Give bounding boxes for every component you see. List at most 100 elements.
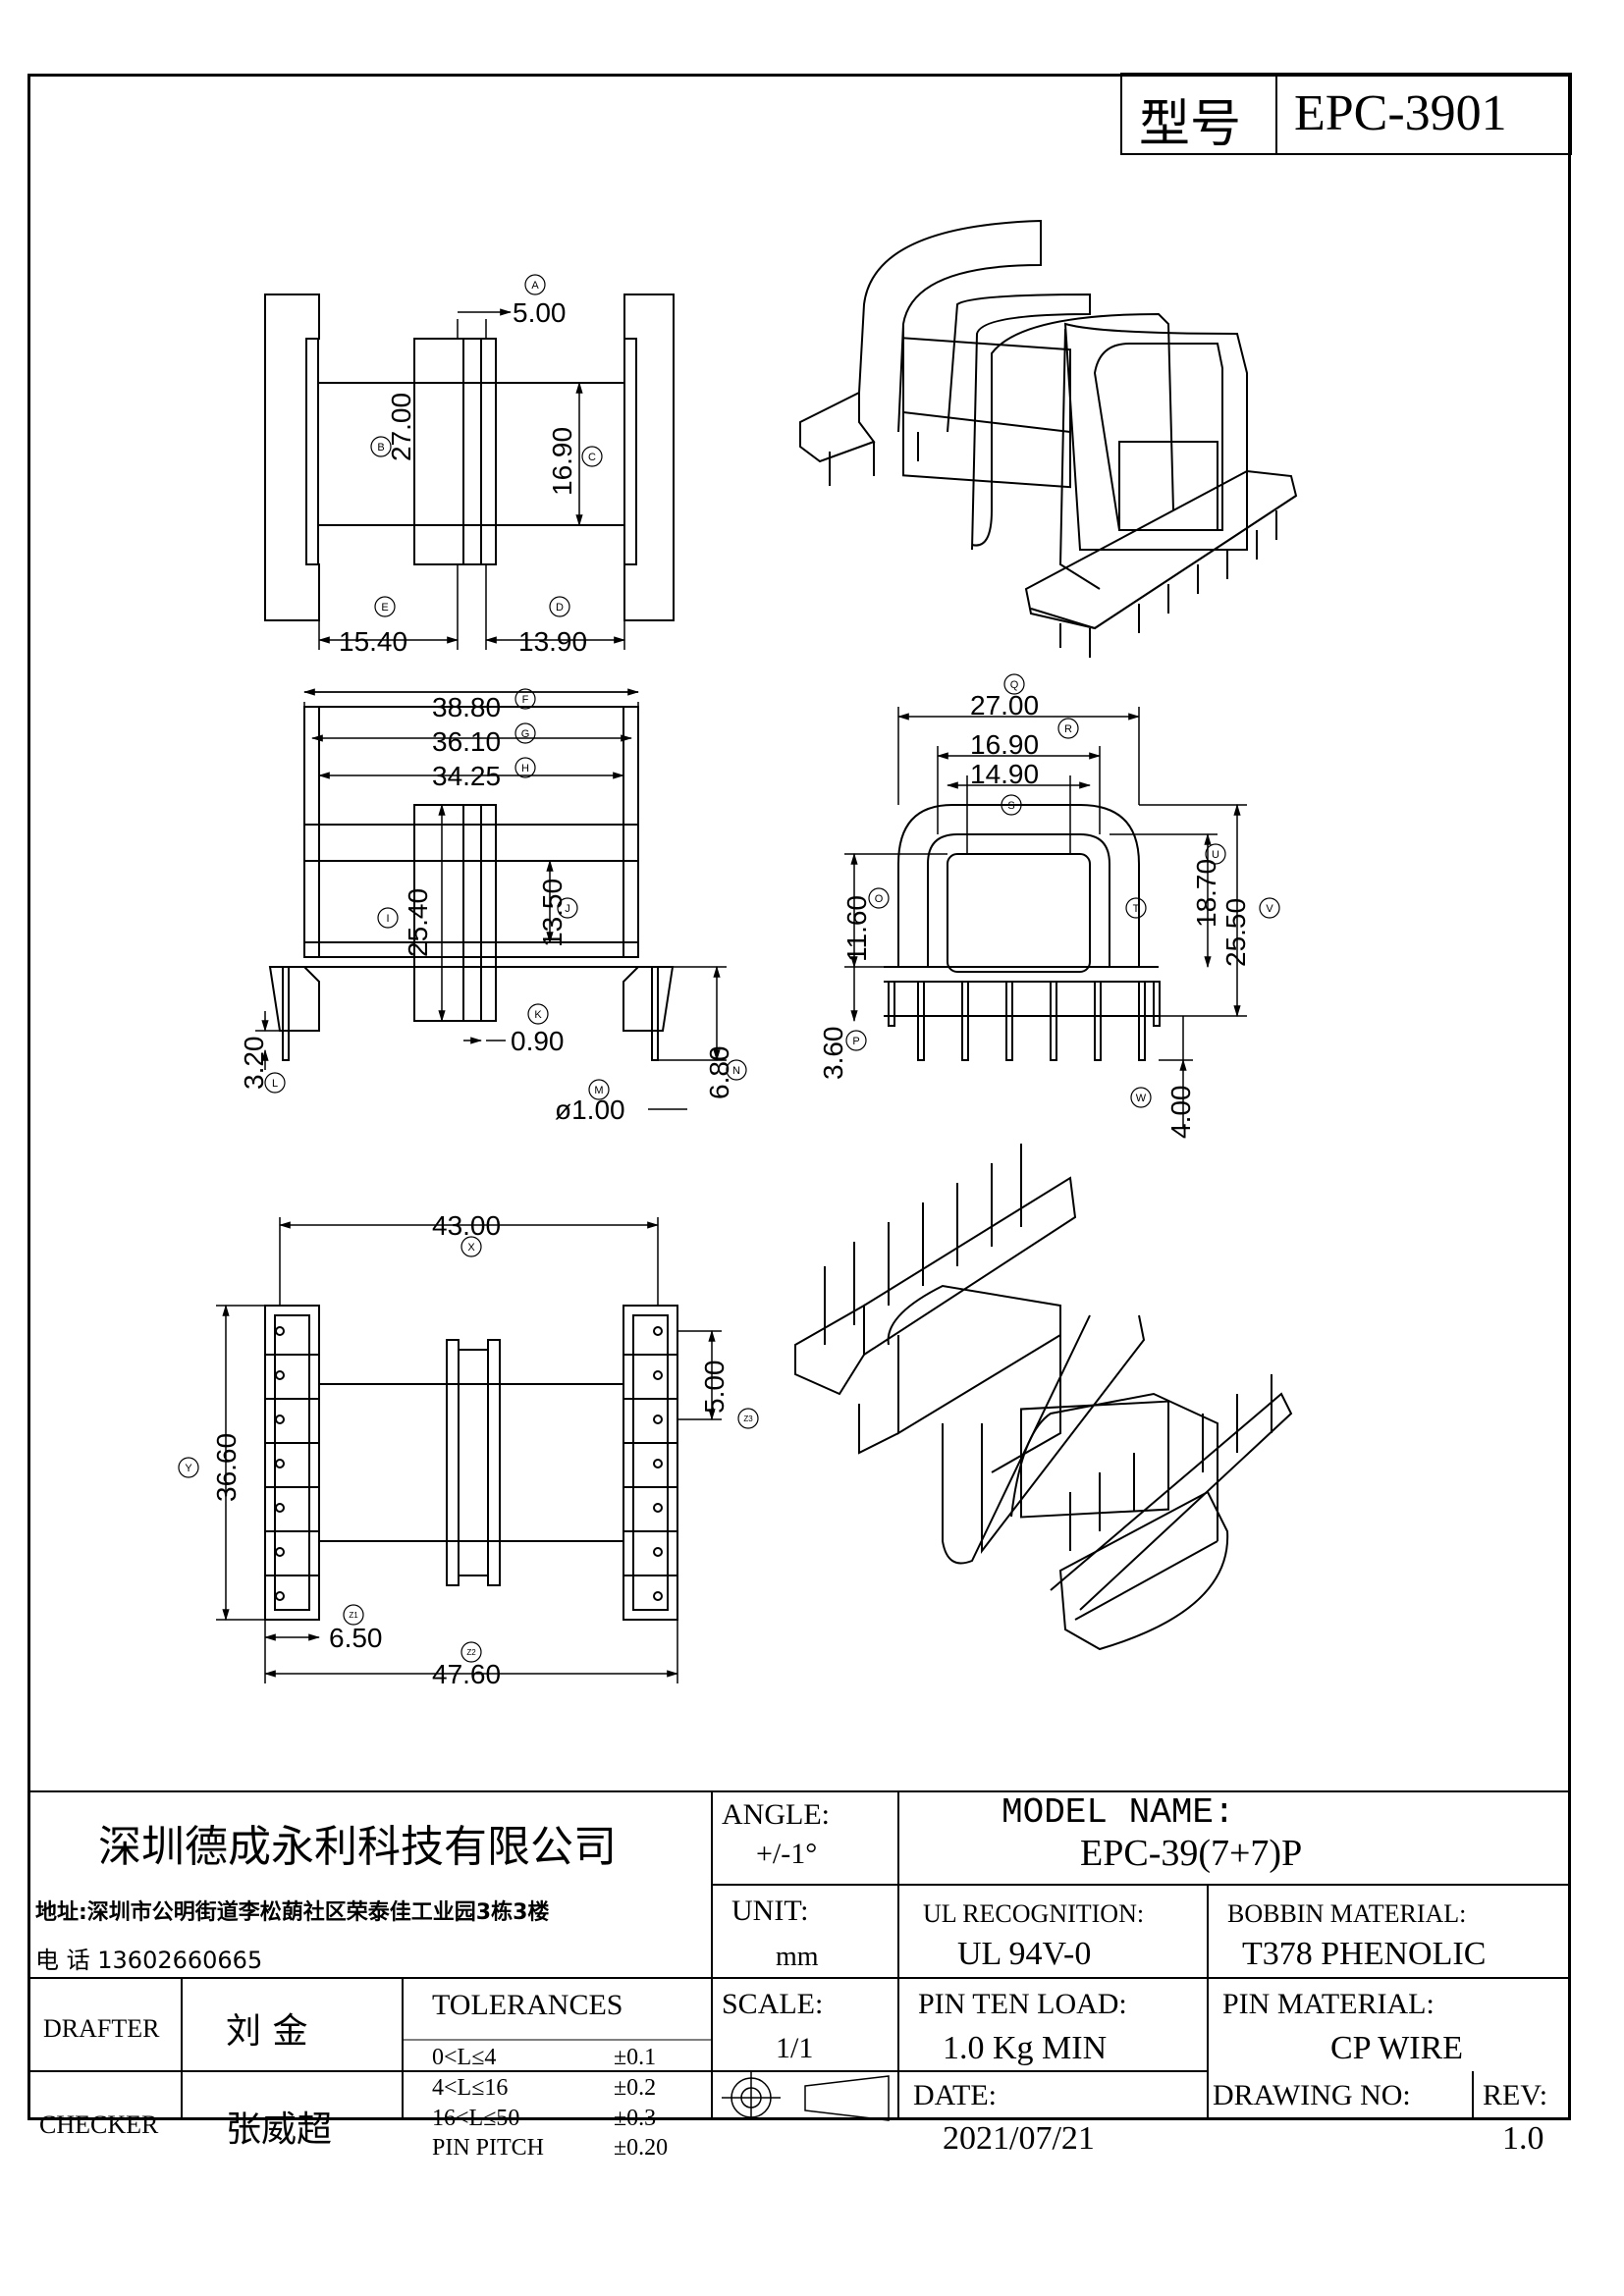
dim-g: 36.10 — [432, 726, 501, 757]
label-t: T — [1125, 897, 1147, 919]
angle-label: ANGLE: — [722, 1798, 830, 1831]
dim-s: 14.90 — [970, 759, 1039, 789]
label-x: X — [460, 1236, 482, 1257]
label-n: N — [726, 1059, 747, 1081]
drawing-no-label: DRAWING NO: — [1213, 2079, 1411, 2111]
svg-text:Q: Q — [1010, 679, 1019, 691]
label-k: K — [527, 1003, 549, 1025]
drafter-value: 刘 金 — [226, 2011, 308, 2052]
svg-text:A: A — [531, 280, 539, 292]
scale-label: SCALE: — [722, 1988, 824, 2020]
label-z3: Z3 — [737, 1408, 759, 1429]
bobbin-label: BOBBIN MATERIAL: — [1227, 1899, 1467, 1928]
dim-c: 16.90 — [547, 427, 577, 496]
dim-w: 4.00 — [1165, 1086, 1196, 1140]
rev-value: 1.0 — [1502, 2120, 1544, 2157]
tolerance-value-2: ±0.2 — [614, 2075, 657, 2101]
dim-m: ø1.00 — [555, 1095, 625, 1125]
svg-text:X: X — [467, 1242, 475, 1254]
checker-value: 张威超 — [226, 2109, 333, 2150]
dim-p: 3.60 — [818, 1027, 848, 1081]
label-s: S — [1001, 794, 1022, 816]
svg-text:M: M — [594, 1085, 603, 1096]
dim-a: 5.00 — [513, 297, 567, 328]
front-view — [268, 706, 675, 1061]
header-model: EPC-3901 — [1294, 85, 1507, 141]
label-o: O — [868, 887, 890, 909]
label-p: P — [845, 1030, 867, 1051]
label-r: R — [1057, 718, 1079, 739]
dim-y: 36.60 — [211, 1433, 242, 1502]
dim-d: 13.90 — [518, 626, 587, 657]
label-m: M — [588, 1079, 610, 1100]
rev-label: REV: — [1483, 2079, 1548, 2111]
label-q: Q — [1003, 673, 1025, 695]
dim-z2: 47.60 — [432, 1659, 501, 1689]
svg-text:O: O — [875, 893, 884, 905]
model-header-box — [1120, 73, 1572, 155]
tolerance-range-4: PIN PITCH — [432, 2135, 545, 2161]
svg-text:H: H — [521, 763, 529, 774]
bottom-view — [264, 1305, 678, 1621]
drafter-label: DRAFTER — [43, 2014, 160, 2043]
svg-text:U: U — [1212, 849, 1219, 861]
svg-text:R: R — [1064, 723, 1072, 735]
tolerances-label: TOLERANCES — [432, 1989, 623, 2021]
ul-value: UL 94V-0 — [957, 1936, 1092, 1972]
date-value: 2021/07/21 — [943, 2120, 1095, 2157]
angle-value: +/-1° — [756, 1838, 818, 1870]
svg-text:C: C — [588, 452, 596, 463]
header-label: 型号 — [1139, 95, 1242, 154]
dim-z1: 6.50 — [329, 1623, 383, 1653]
side-view — [884, 804, 1161, 1061]
dim-q: 27.00 — [970, 690, 1039, 721]
dim-u: 18.70 — [1191, 859, 1221, 928]
unit-label: UNIT: — [731, 1895, 809, 1927]
tolerance-range-3: 16<L≤50 — [432, 2106, 520, 2131]
svg-text:P: P — [852, 1036, 859, 1047]
svg-text:Z1: Z1 — [349, 1611, 358, 1620]
title-block — [27, 1790, 1571, 2120]
svg-text:J: J — [565, 903, 570, 915]
svg-text:B: B — [377, 442, 384, 454]
label-d: D — [549, 596, 570, 617]
dim-j: 13.50 — [537, 879, 568, 947]
company-address: 地址:深圳市公明街道李松蓢社区荣泰佳工业园3栋3楼 — [35, 1900, 550, 1925]
isometric-view-2 — [794, 1144, 1293, 1651]
label-u: U — [1205, 843, 1226, 865]
tolerance-value-4: ±0.20 — [614, 2135, 669, 2161]
label-b: B — [370, 436, 392, 457]
ul-label: UL RECOGNITION: — [923, 1899, 1145, 1928]
svg-text:K: K — [534, 1009, 542, 1021]
dim-z3: 5.00 — [699, 1361, 730, 1415]
label-c: C — [581, 446, 603, 467]
date-label: DATE: — [913, 2079, 997, 2111]
dim-f: 38.80 — [432, 692, 501, 722]
drawing-frame — [27, 74, 1571, 2120]
dim-i: 25.40 — [403, 888, 433, 957]
dim-h: 34.25 — [432, 761, 501, 791]
pin-load-label: PIN TEN LOAD: — [918, 1988, 1127, 2020]
svg-text:W: W — [1136, 1093, 1147, 1104]
svg-text:Z2: Z2 — [466, 1648, 476, 1657]
label-f: F — [514, 688, 536, 710]
label-j: J — [557, 897, 578, 919]
dim-l: 3.20 — [239, 1037, 269, 1091]
svg-text:Z3: Z3 — [743, 1415, 753, 1423]
dim-k: 0.90 — [511, 1026, 565, 1056]
svg-text:S: S — [1007, 800, 1014, 812]
svg-text:I: I — [386, 913, 389, 925]
svg-text:F: F — [522, 694, 529, 706]
company-phone: 电 话 13602660665 — [35, 1947, 263, 1974]
label-g: G — [514, 722, 536, 744]
svg-text:Y: Y — [185, 1463, 192, 1474]
pin-material-label: PIN MATERIAL: — [1222, 1988, 1435, 2020]
svg-text:V: V — [1266, 903, 1273, 915]
unit-value: mm — [776, 1942, 819, 1972]
label-y: Y — [178, 1457, 199, 1478]
dim-b: 27.00 — [386, 393, 416, 461]
projection-symbol-icon — [722, 2071, 890, 2121]
svg-text:L: L — [272, 1078, 278, 1090]
label-i: I — [377, 907, 399, 929]
